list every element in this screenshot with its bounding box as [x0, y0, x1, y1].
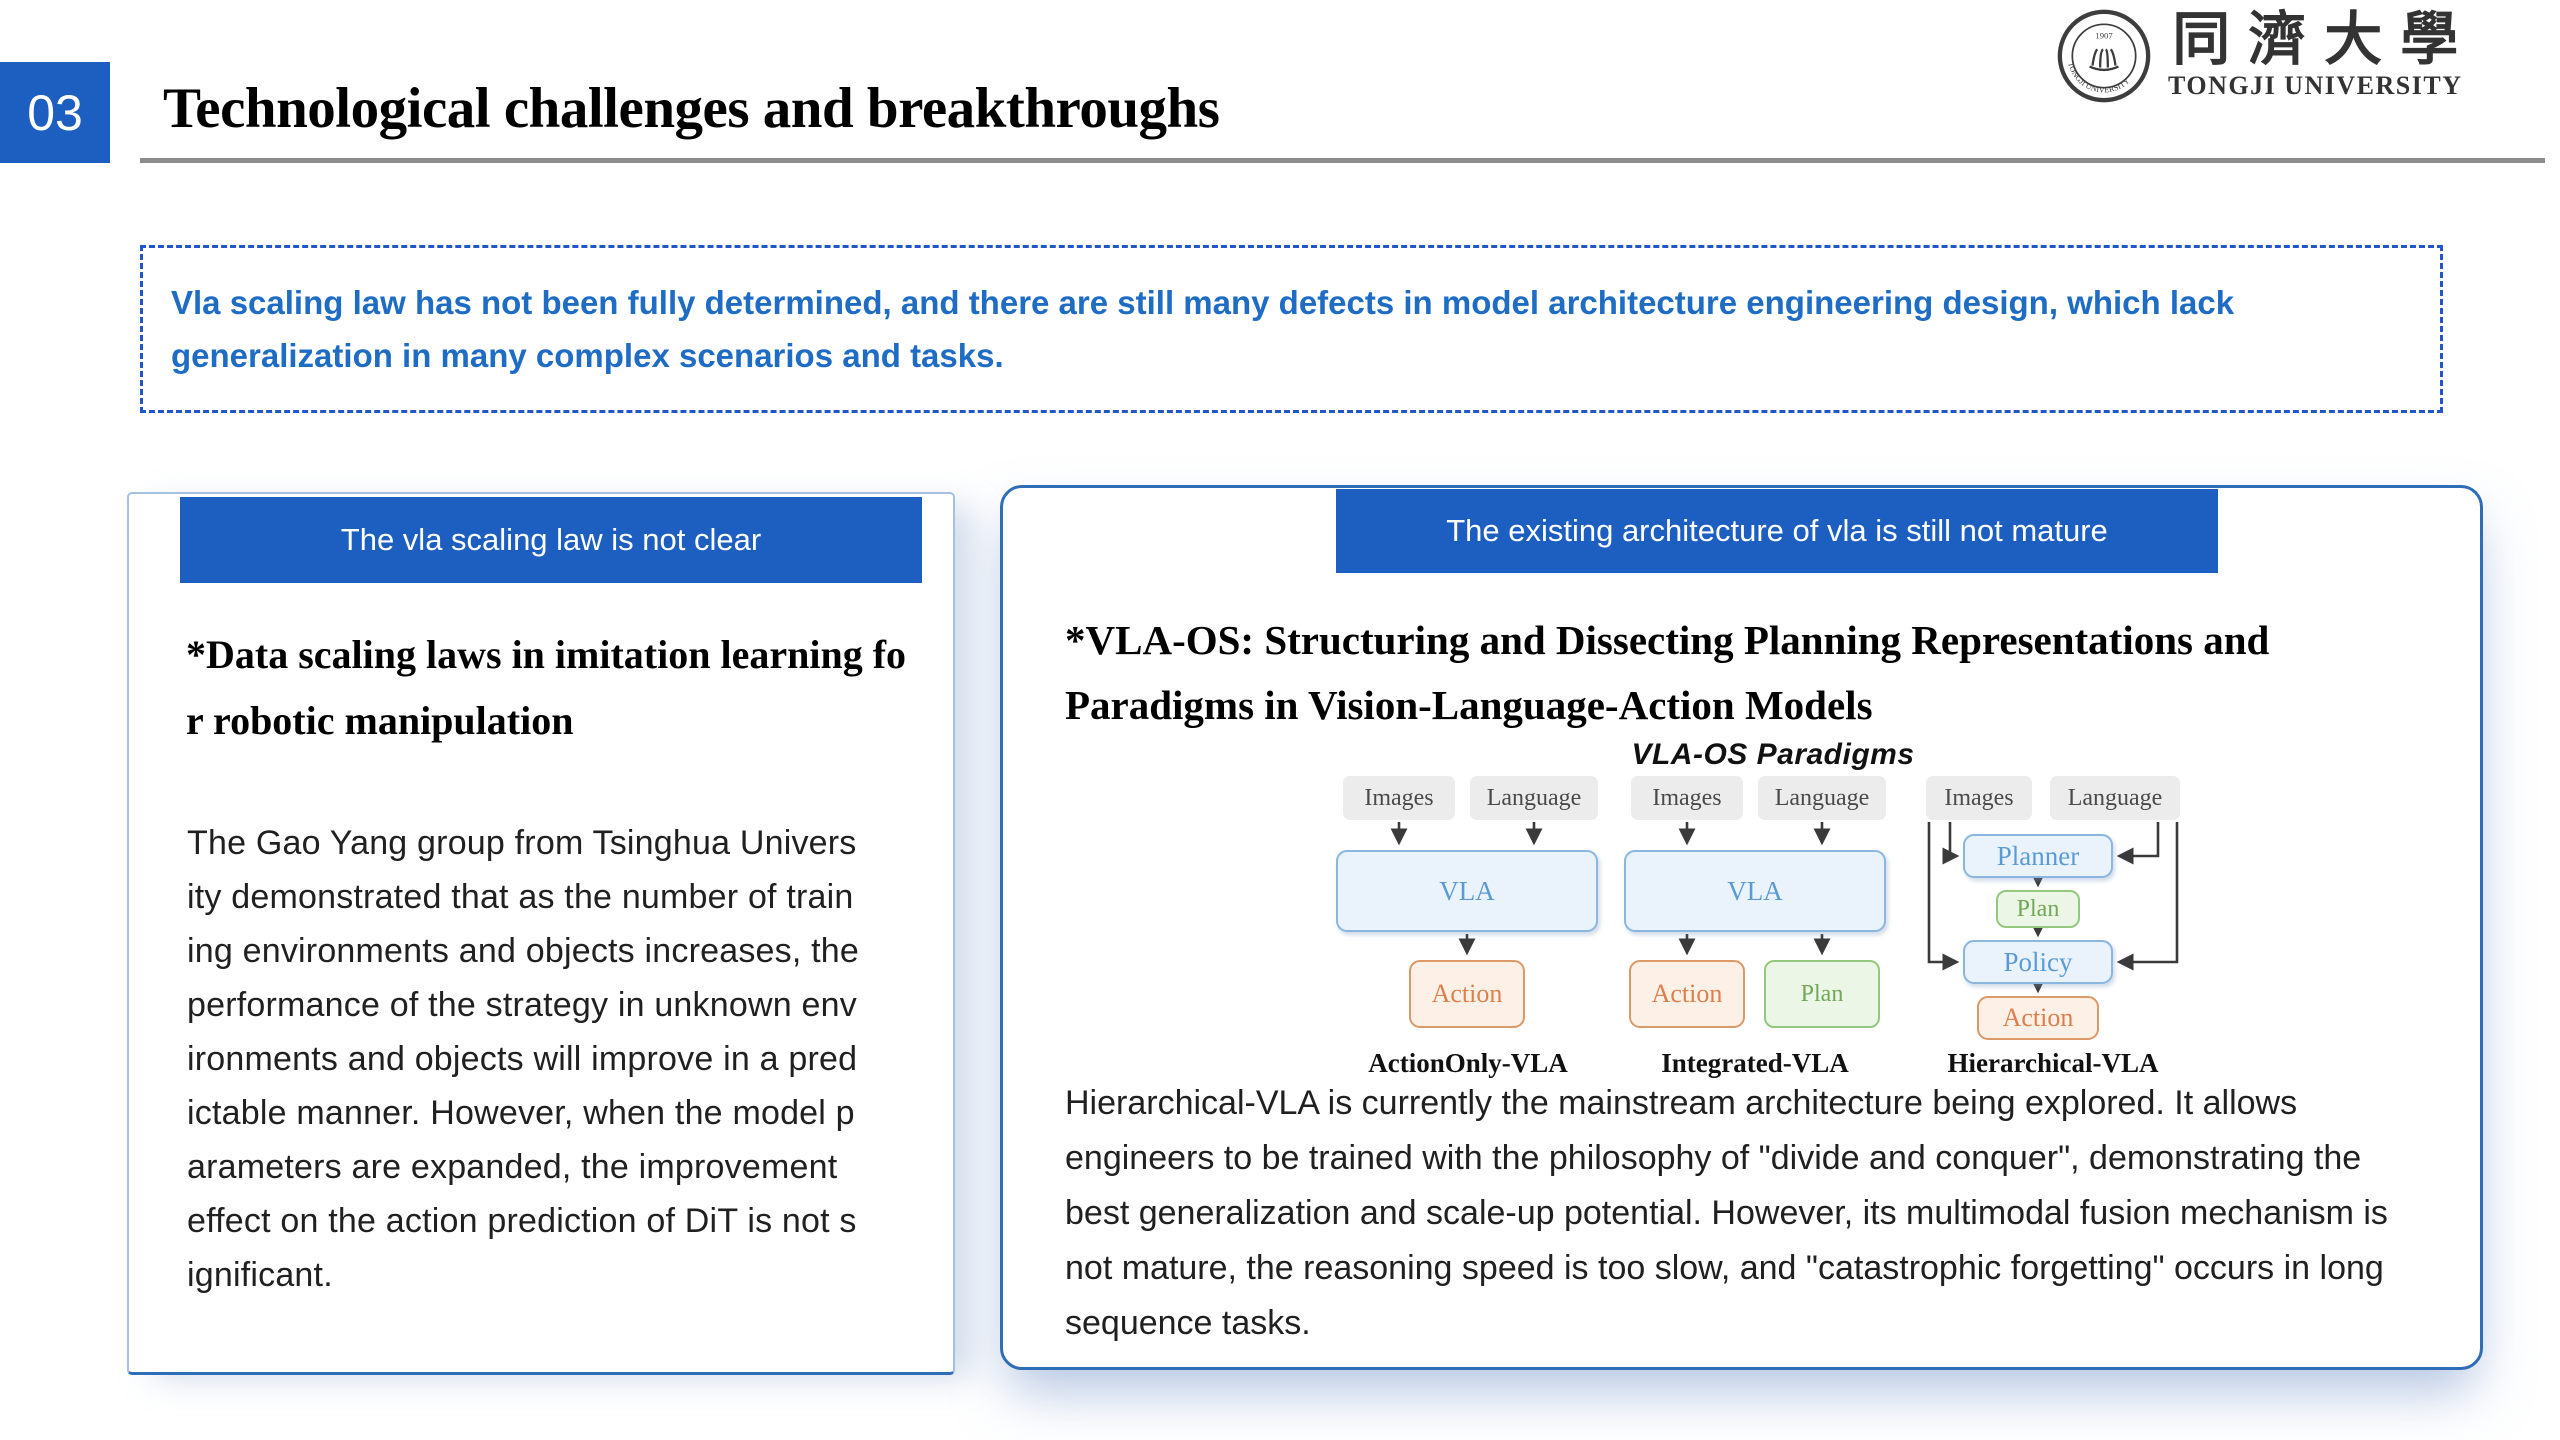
diagram-title: VLA-OS Paradigms: [1631, 738, 1915, 771]
right-panel-body: Hierarchical-VLA is currently the mainst…: [1065, 1084, 2388, 1342]
diagram-node-plan: Plan: [1996, 890, 2080, 928]
tongji-logo: 1907 TONGJI UNIVERSITY 同濟大學 TONGJI UNIVE…: [2056, 8, 2462, 104]
right-panel-banner-text: The existing architecture of vla is stil…: [1446, 513, 2108, 548]
section-number-box: 03: [0, 62, 110, 163]
diagram-node-images: Images: [1631, 776, 1743, 820]
diagram-node-policy: Policy: [1963, 940, 2113, 984]
diagram-node-vla: VLA: [1336, 850, 1598, 932]
seal-boat-emblem: [2091, 48, 2117, 68]
logo-english-name: TONGJI UNIVERSITY: [2168, 71, 2463, 100]
diagram-label-actiononly-vla: ActionOnly-VLA: [1368, 1048, 1568, 1078]
diagram-label-integrated-vla: Integrated-VLA: [1661, 1048, 1849, 1078]
right-panel-heading: *VLA-OS: Structuring and Dissecting Plan…: [1065, 617, 2270, 728]
left-panel-banner-text: The vla scaling law is not clear: [340, 522, 762, 557]
left-panel-body: The Gao Yang group from Tsinghua Univers…: [187, 824, 859, 1294]
section-number: 03: [27, 84, 83, 141]
diagram-node-language: Language: [2050, 776, 2180, 820]
diagram-node-language: Language: [1758, 776, 1886, 820]
diagram-node-action: Action: [1409, 960, 1525, 1028]
title-underline: [140, 158, 2545, 163]
diagram-node-action: Action: [1629, 960, 1745, 1028]
diagram-node-images: Images: [1343, 776, 1455, 820]
left-panel-banner: The vla scaling law is not clear: [180, 497, 922, 583]
diagram-label-hierarchical-vla: Hierarchical-VLA: [1947, 1048, 2159, 1078]
seal-year: 1907: [2095, 31, 2113, 41]
diagram-node-action: Action: [1977, 996, 2099, 1040]
right-panel-banner: The existing architecture of vla is stil…: [1336, 489, 2218, 573]
diagram-node-images: Images: [1926, 776, 2032, 820]
diagram-arrows: [1390, 822, 2179, 994]
diagram-node-language: Language: [1470, 776, 1598, 820]
diagram-node-plan: Plan: [1764, 960, 1880, 1028]
right-panel: The existing architecture of vla is stil…: [1000, 485, 2483, 1370]
tongji-seal-icon: 1907 TONGJI UNIVERSITY: [2057, 9, 2151, 103]
vla-os-paradigms-diagram: VLA-OS Paradigms: [1328, 738, 2218, 1088]
key-point-text: Vla scaling law has not been fully deter…: [171, 284, 2235, 375]
key-point-box: Vla scaling law has not been fully deter…: [140, 245, 2443, 413]
left-panel-heading: *Data scaling laws in imitation learning…: [186, 632, 907, 743]
diagram-node-vla: VLA: [1624, 850, 1886, 932]
logo-text: 同濟大學 TONGJI UNIVERSITY: [2168, 11, 2462, 101]
left-panel: The vla scaling law is not clear *Data s…: [127, 492, 955, 1375]
diagram-node-planner: Planner: [1963, 834, 2113, 878]
logo-chinese-name: 同濟大學: [2172, 7, 2477, 72]
page-title: Technological challenges and breakthroug…: [163, 77, 1220, 140]
panel-shadow: [992, 1374, 2488, 1440]
